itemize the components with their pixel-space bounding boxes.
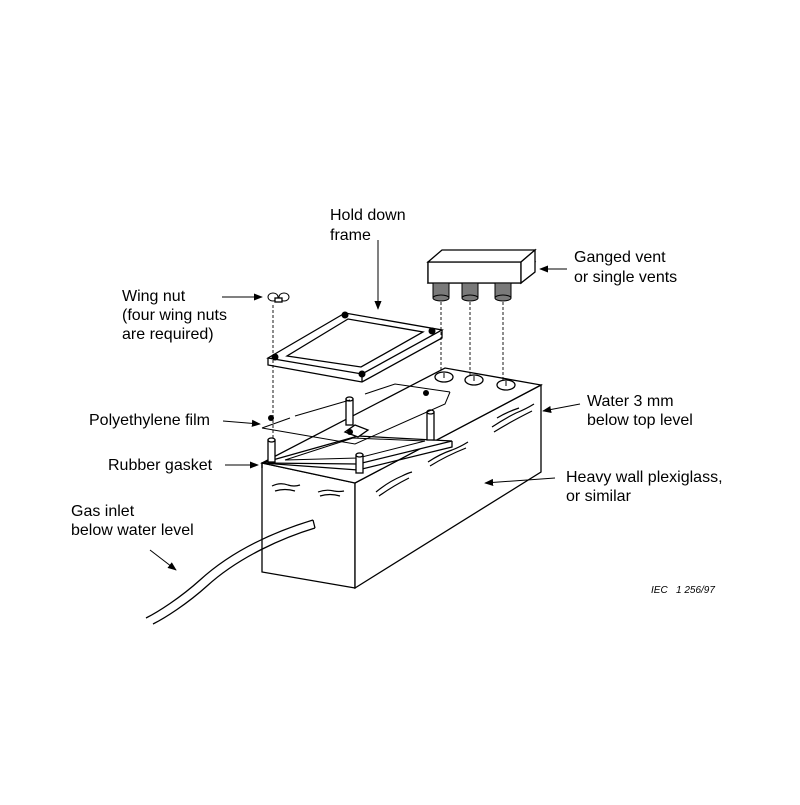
label-rubber-gasket: Rubber gasket (108, 457, 213, 474)
alignment-lines (272, 302, 504, 440)
svg-text:Rubber gasket: Rubber gasket (108, 457, 213, 474)
svg-text:Polyethylene film: Polyethylene film (89, 412, 210, 429)
gas-inlet-tube (145, 519, 316, 625)
svg-text:Gas inlet: Gas inlet (71, 503, 135, 520)
label-water-level: Water 3 mm below top level (587, 393, 693, 429)
polyethylene-film (261, 383, 451, 445)
svg-text:below top level: below top level (587, 412, 693, 429)
vent-fittings (432, 282, 512, 302)
studs (267, 396, 435, 474)
svg-text:are required): are required) (122, 326, 214, 343)
svg-text:below water level: below water level (71, 522, 194, 539)
label-hold-down-frame: Hold down frame (330, 207, 406, 244)
label-heavy-wall: Heavy wall plexiglass, or similar (566, 469, 723, 505)
svg-text:Hold down: Hold down (330, 207, 406, 224)
svg-text:or similar: or similar (566, 488, 632, 505)
water-hatch-marks (271, 403, 535, 497)
tank-front-face (261, 462, 356, 589)
svg-text:Ganged vent: Ganged vent (574, 249, 666, 266)
label-gas-inlet: Gas inlet below water level (71, 503, 194, 539)
svg-text:Water 3 mm: Water 3 mm (587, 393, 674, 410)
svg-text:frame: frame (330, 227, 371, 244)
svg-text:(four wing nuts: (four wing nuts (122, 307, 227, 324)
label-polyethylene-film: Polyethylene film (89, 412, 210, 429)
iec-reference: IEC 1 256/97 (651, 585, 715, 596)
label-ganged-vent: Ganged vent or single vents (574, 249, 677, 286)
ganged-vent (426, 248, 537, 302)
hold-down-frame (266, 311, 444, 383)
svg-text:Wing nut: Wing nut (122, 288, 186, 305)
plexiglass-tank (260, 367, 543, 590)
svg-text:or single vents: or single vents (574, 269, 677, 286)
leader-arrows (149, 240, 581, 571)
label-wing-nut: Wing nut (four wing nuts are required) (122, 288, 227, 343)
svg-text:Heavy wall plexiglass,: Heavy wall plexiglass, (566, 469, 723, 486)
rubber-gasket (261, 435, 453, 471)
wing-nut (267, 292, 290, 303)
